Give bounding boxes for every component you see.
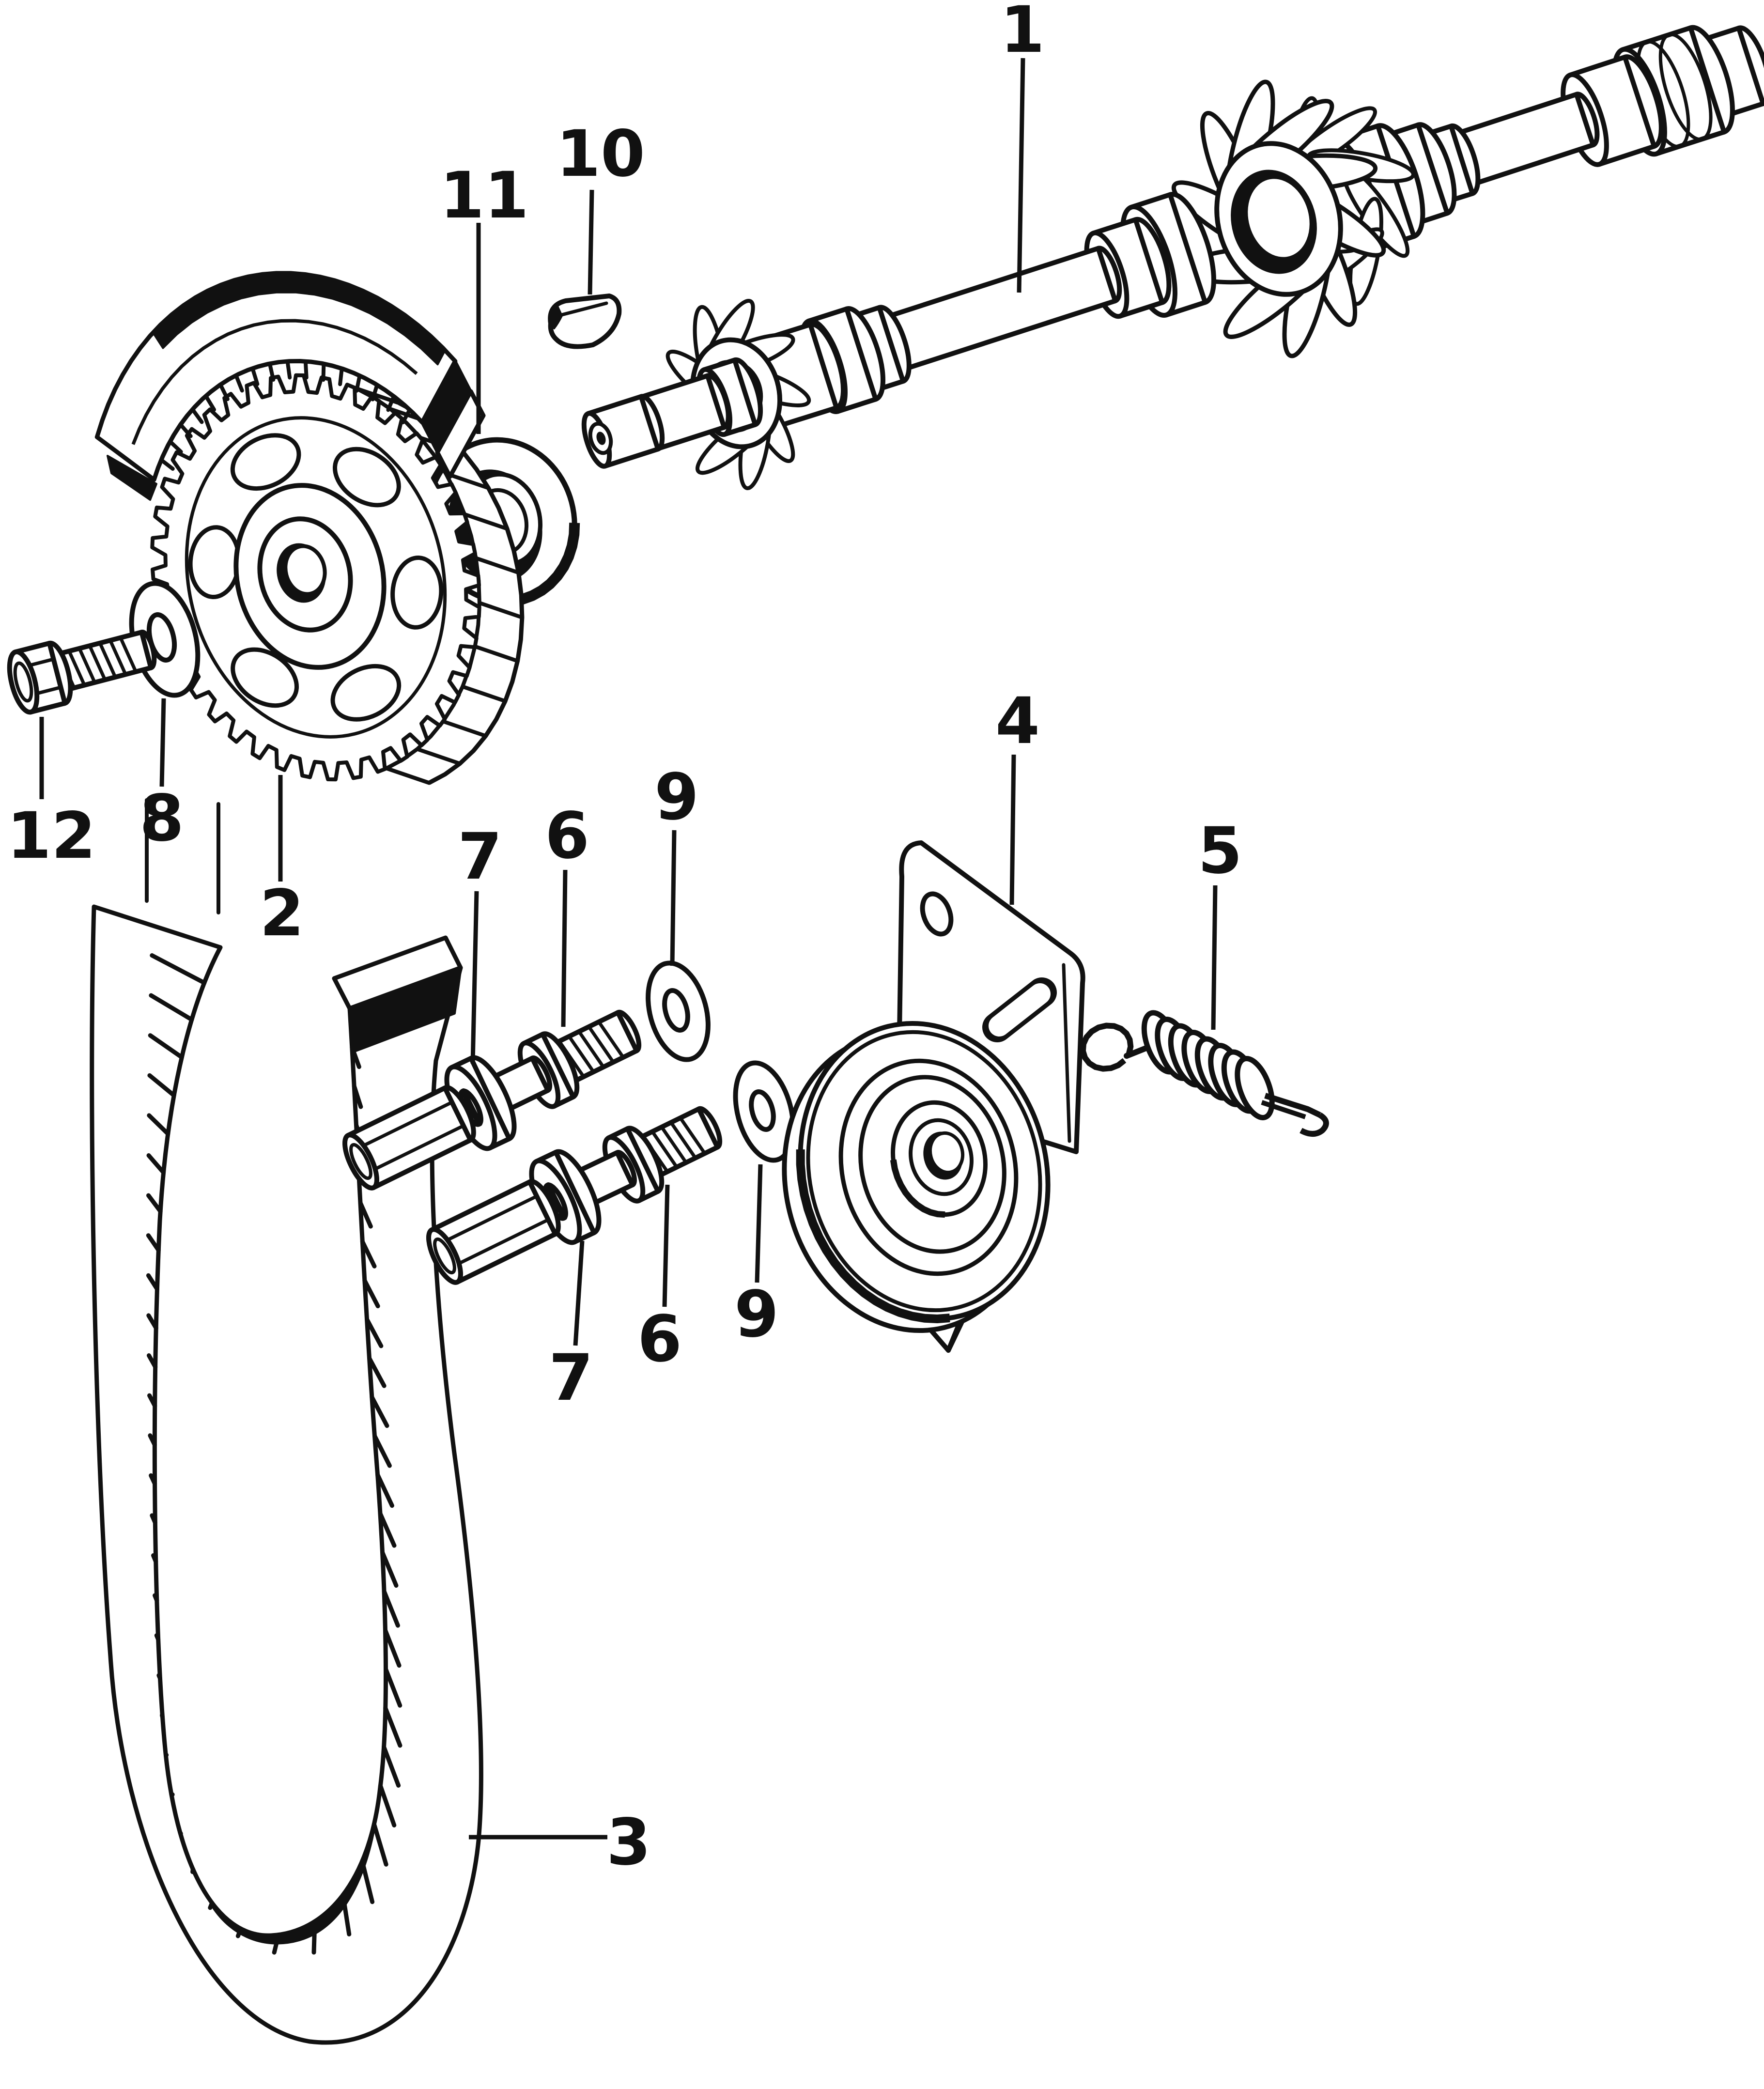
part-woodruff-key — [548, 294, 622, 349]
part-stud-lower — [426, 1106, 723, 1285]
part-belt-upper-wrap — [94, 271, 486, 501]
callout-camshaft: 1 — [1000, 0, 1045, 67]
callout-timing-gear: 2 — [260, 876, 304, 951]
part-pulley-bolt-12 — [7, 630, 157, 715]
callout-stud-collar-upper: 6 — [545, 799, 589, 873]
callout-tensioner-spring: 5 — [1198, 814, 1242, 888]
part-belt-tensioner — [782, 840, 1085, 1353]
leader-camshaft — [1017, 58, 1025, 293]
part-stud-upper — [342, 1009, 642, 1191]
leader-stud-washer-upper — [470, 891, 479, 1064]
part-plain-washers-9 — [646, 960, 796, 1163]
part-camshaft — [581, 25, 1764, 490]
part-tensioner-spring — [1080, 1010, 1329, 1137]
leader-tensioner-spring — [1211, 885, 1218, 1030]
leader-pulley-washer — [159, 698, 166, 787]
callout-plain-washer-lower: 9 — [734, 1277, 779, 1352]
callout-stud-washer-upper: 7 — [458, 820, 502, 894]
leader-plain-washer-upper — [670, 830, 677, 966]
leader-belt-tensioner — [1009, 754, 1016, 905]
callout-stud-collar-lower: 6 — [637, 1302, 682, 1377]
callout-pulley-bolt: 12 — [7, 799, 96, 873]
part-timing-belt — [90, 798, 483, 2045]
part-timing-gear-pulley — [150, 373, 525, 785]
leader-stud-washer-lower — [573, 1240, 585, 1346]
leader-stud-collar-lower — [662, 1184, 670, 1307]
callout-pulley-washer: 8 — [139, 781, 184, 856]
diagram-art — [7, 25, 1764, 2045]
leader-woodruff-key — [588, 189, 594, 295]
leader-stud-collar-upper — [561, 869, 568, 1027]
leader-plain-washer-lower — [755, 1164, 763, 1283]
callout-woodruff-key: 10 — [556, 117, 645, 191]
callout-labels: 1 2 3 4 5 6 6 7 7 8 9 9 10 11 12 — [7, 0, 1242, 1880]
callout-plain-washer-upper: 9 — [654, 760, 699, 835]
callout-stud-washer-lower: 7 — [549, 1341, 593, 1415]
callout-timing-belt: 3 — [606, 1805, 651, 1880]
callout-belt-tensioner: 4 — [995, 684, 1040, 758]
callout-seal-ring: 11 — [440, 158, 529, 233]
